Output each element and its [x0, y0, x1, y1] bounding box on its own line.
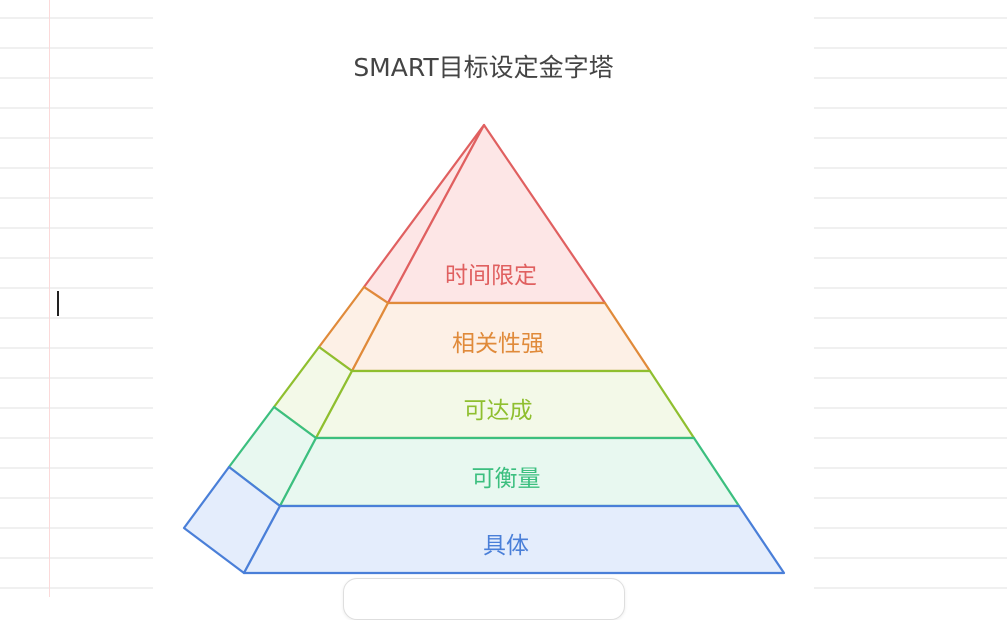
layer-label-relevant: 相关性强: [452, 331, 544, 357]
layer-label-measurable: 可衡量: [471, 466, 541, 492]
floating-toolbar[interactable]: [343, 578, 625, 620]
layer-label-time-bound: 时间限定: [445, 263, 537, 289]
layer-label-specific: 具体: [483, 533, 529, 559]
diagram-title: SMART目标设定金字塔: [353, 53, 614, 82]
lined-paper-right: [814, 0, 1007, 597]
diagram-canvas[interactable]: SMART目标设定金字塔: [153, 0, 814, 620]
pyramid-layer-achievable[interactable]: [272, 345, 696, 440]
pyramid-layer-specific[interactable]: [182, 465, 786, 575]
text-caret: [57, 291, 59, 316]
pyramid-layer-measurable[interactable]: [227, 405, 741, 508]
lined-paper-left: [0, 0, 153, 597]
layer-label-achievable: 可达成: [463, 398, 533, 424]
pyramid-graphic: [182, 123, 786, 575]
margin-line: [49, 0, 50, 597]
